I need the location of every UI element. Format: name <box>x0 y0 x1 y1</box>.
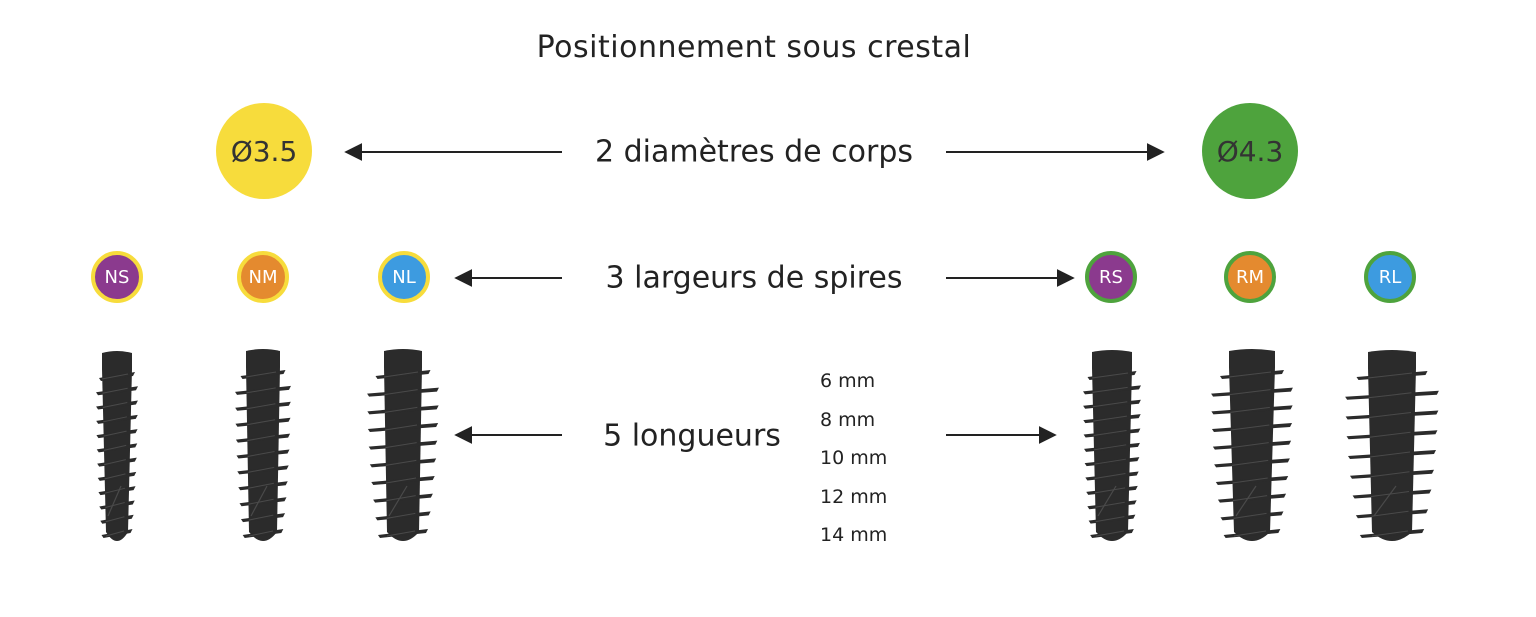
length-item: 10 mm <box>820 447 888 470</box>
thread-badge-rl: RL <box>1364 251 1416 303</box>
thread-badge-nm: NM <box>237 251 289 303</box>
row-label-diameters: 2 diamètres de corps <box>594 134 914 170</box>
row-label-threads: 3 largeurs de spires <box>605 260 903 296</box>
thread-badge-rm: RM <box>1224 251 1276 303</box>
thread-label: RL <box>1378 266 1402 288</box>
thread-label: NM <box>248 266 278 288</box>
implant-rs <box>1083 350 1141 541</box>
thread-label: RM <box>1235 266 1265 288</box>
diameter-label: Ø3.5 <box>230 134 298 168</box>
thread-label: RS <box>1099 266 1123 288</box>
diameter-badge-3-5: Ø3.5 <box>216 103 312 199</box>
implant-rl <box>1345 350 1439 541</box>
thread-badge-ns: NS <box>91 251 143 303</box>
length-item: 14 mm <box>820 524 888 547</box>
diameter-label: Ø4.3 <box>1216 134 1284 168</box>
thread-label: NS <box>104 266 130 288</box>
thread-badge-rs: RS <box>1085 251 1137 303</box>
row-label-lengths: 5 longueurs <box>603 418 781 454</box>
implant-ns <box>96 351 138 541</box>
length-item: 6 mm <box>820 370 876 392</box>
page-title: Positionnement sous crestal <box>536 30 972 65</box>
length-item: 12 mm <box>820 485 888 508</box>
diameter-badge-4-3: Ø4.3 <box>1202 103 1298 199</box>
thread-label: NL <box>392 266 416 288</box>
length-list: 6 mm 8 mm 10 mm 12 mm 14 mm <box>820 362 887 555</box>
implant-rm <box>1211 349 1293 541</box>
implant-nl <box>367 349 439 541</box>
thread-badge-nl: NL <box>378 251 430 303</box>
implant-nm <box>235 349 291 541</box>
length-item: 8 mm <box>820 408 876 431</box>
